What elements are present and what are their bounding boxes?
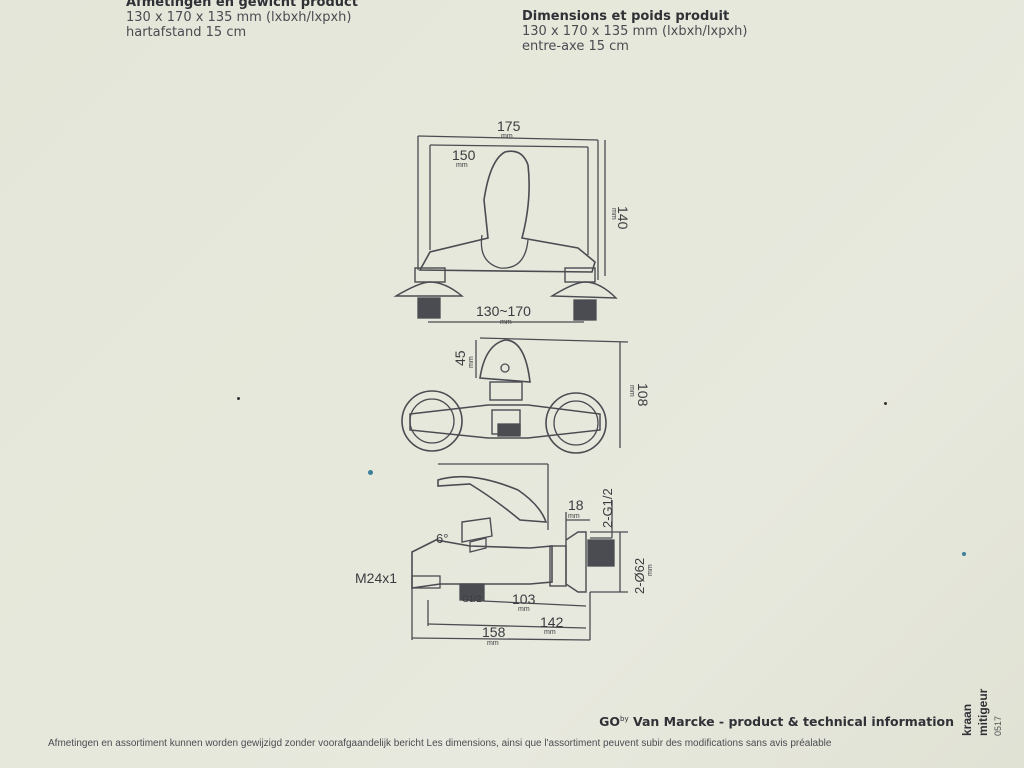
dutch-heading: Afmetingen en gewicht product: [126, 0, 358, 10]
side-142-unit: mm: [544, 629, 556, 636]
top-height-label: 140: [615, 206, 631, 230]
speck: [368, 470, 373, 475]
side-rosette-label: 2-Ø62: [632, 558, 647, 594]
side-thread-label: M24x1: [355, 570, 397, 586]
top-width-outer-label: 175: [497, 118, 521, 134]
brand-go: GO: [599, 714, 621, 729]
top-width-inner-unit: mm: [456, 162, 468, 169]
side-103-label: 103: [512, 591, 536, 607]
side-158-unit: mm: [487, 640, 499, 647]
dutch-dimensions: 130 x 170 x 135 mm (lxbxh/lxpxh): [126, 10, 352, 25]
top-width-outer-unit: mm: [501, 133, 513, 140]
brand-by: by: [620, 714, 629, 723]
brand-line: GOby Van Marcke - product & technical in…: [599, 714, 954, 729]
disclaimer: Afmetingen en assortiment kunnen worden …: [48, 738, 832, 749]
side-103-unit: mm: [518, 606, 530, 613]
side-158-label: 158: [482, 624, 506, 640]
french-dimensions: 130 x 170 x 135 mm (lxbxh/lxpxh): [522, 24, 748, 39]
side-18-label: 18: [568, 497, 584, 513]
top-width-inner-label: 150: [452, 147, 476, 163]
top-spacing-unit: mm: [500, 319, 512, 326]
french-product-info: Dimensions et poids produit 130 x 170 x …: [522, 9, 747, 54]
tag-mitigeur: mitigeur: [976, 688, 990, 736]
top-view: [393, 135, 618, 323]
brand-rest: Van Marcke - product & technical informa…: [632, 714, 954, 729]
side-142-label: 142: [540, 614, 564, 630]
side-rosette-unit: mm: [647, 564, 654, 576]
french-spacing: entre-axe 15 cm: [522, 39, 629, 54]
side-view: [411, 463, 628, 641]
side-tag: kraan mitigeur 0517: [960, 670, 1020, 740]
side-18-unit: mm: [568, 513, 580, 520]
technical-drawing: 175 mm 150 mm 140 mm 130~170 mm 45 mm 10…: [340, 110, 680, 655]
front-depth-label: 108: [635, 383, 651, 407]
side-inlet-label: G1/2: [462, 594, 482, 604]
speck: [237, 397, 240, 400]
dutch-spacing: hartafstand 15 cm: [126, 25, 247, 40]
top-height-unit: mm: [610, 208, 617, 220]
front-top-label: 45: [452, 350, 468, 366]
front-view: [401, 337, 629, 454]
front-top-unit: mm: [468, 356, 475, 368]
faucet-dimension-svg: 175 mm 150 mm 140 mm 130~170 mm 45 mm 10…: [355, 118, 654, 647]
tag-code: 0517: [993, 715, 1003, 736]
speck: [884, 402, 887, 405]
tag-kraan: kraan: [960, 703, 974, 736]
dutch-product-info: Afmetingen en gewicht product 130 x 170 …: [126, 0, 358, 40]
side-connection-label: 2-G1/2: [600, 488, 615, 528]
french-heading: Dimensions et poids produit: [522, 9, 730, 24]
front-depth-unit: mm: [628, 385, 635, 397]
top-spacing-label: 130~170: [476, 303, 531, 319]
speck: [962, 552, 966, 556]
side-angle-label: 6°: [436, 531, 448, 546]
